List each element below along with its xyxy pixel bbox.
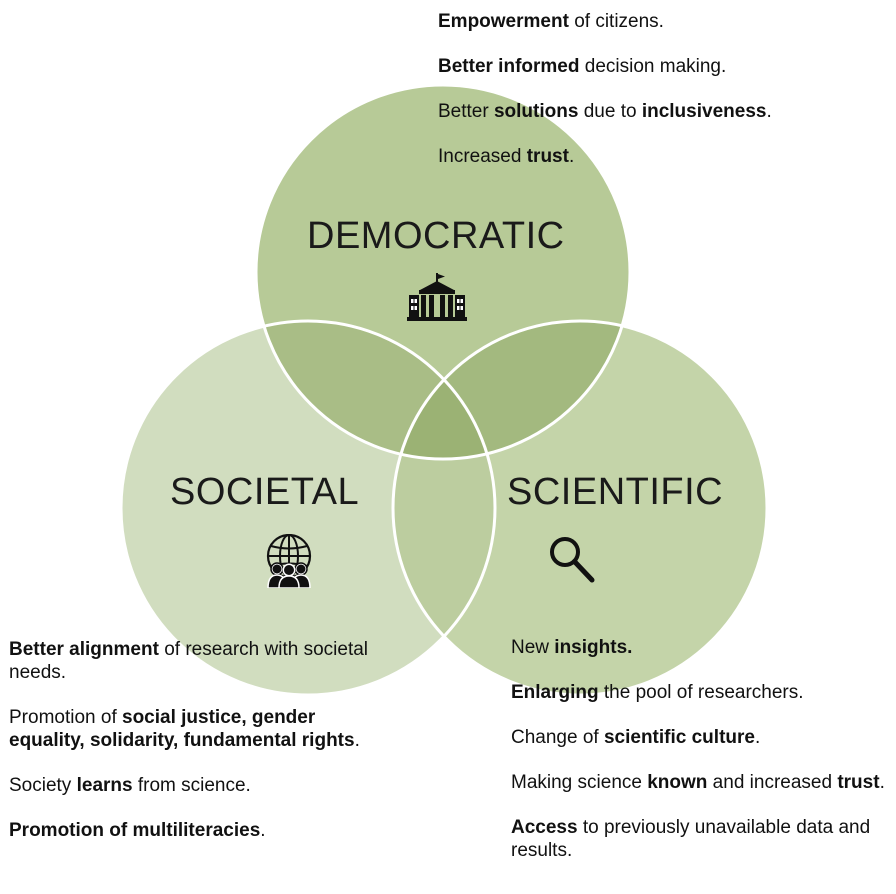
point-text: scientific culture: [603, 727, 755, 748]
point-text: solutions: [493, 101, 579, 122]
democratic-points: Empowerment of citizens. Better informed …: [438, 10, 888, 190]
point-text: and increased: [707, 772, 838, 793]
point-text: trust: [837, 772, 880, 793]
point-item: Making science known and increased trust…: [511, 771, 893, 794]
point-item: Better alignment of research with societ…: [9, 638, 389, 684]
point-text: of research with societal needs.: [9, 639, 369, 683]
democratic-label: DEMOCRATIC: [307, 215, 565, 257]
overlap-democratic-scientific: [393, 321, 630, 459]
globe-people-icon: [266, 534, 312, 588]
point-text: trust: [526, 146, 569, 167]
point-text: learns: [76, 775, 133, 796]
point-text: decision making.: [579, 56, 727, 77]
point-text: social justice, gender equality, solidar…: [9, 707, 355, 751]
point-text: .: [354, 730, 360, 751]
point-text: Society: [9, 775, 77, 796]
point-text: Change of: [511, 727, 604, 748]
societal-label: SOCIETAL: [170, 471, 360, 513]
point-text: Better: [438, 101, 494, 122]
point-item: Change of scientific culture.: [511, 726, 893, 749]
point-text: known: [647, 772, 708, 793]
point-item: Better informed decision making.: [438, 55, 888, 78]
point-item: Enlarging the pool of researchers.: [511, 681, 893, 704]
point-text: .: [754, 727, 761, 748]
democratic-circle-outline: [254, 83, 632, 461]
point-text: Promotion of multiliteracies: [9, 820, 261, 841]
point-text: to previously unavailable data and resul…: [511, 817, 871, 861]
scientific-label: SCIENTIFIC: [507, 471, 724, 513]
societal-circle-outline: [119, 319, 497, 697]
point-text: from science.: [132, 775, 251, 796]
point-text: Empowerment: [438, 11, 569, 32]
point-text: inclusiveness: [641, 101, 767, 122]
point-text: Enlarging: [511, 682, 599, 703]
point-text: the pool of researchers.: [598, 682, 804, 703]
magnifying-glass-icon: [550, 537, 595, 583]
point-item: Promotion of social justice, gender equa…: [9, 706, 389, 752]
point-text: .: [879, 772, 885, 793]
scientific-points: New insights. Enlarging the pool of resea…: [511, 636, 893, 884]
point-text: due to: [578, 101, 642, 122]
point-item: Empowerment of citizens.: [438, 10, 888, 33]
point-item: Society learns from science.: [9, 774, 389, 797]
point-item: Increased trust.: [438, 145, 888, 168]
point-text: New: [511, 637, 555, 658]
point-text: Promotion of: [9, 707, 122, 728]
point-text: .: [260, 820, 266, 841]
point-text: Better alignment: [9, 639, 159, 660]
point-item: New insights.: [511, 636, 893, 659]
societal-points: Better alignment of research with societ…: [9, 638, 389, 864]
point-text: Better informed: [438, 56, 580, 77]
point-text: .: [766, 101, 772, 122]
point-text: Increased: [438, 146, 527, 167]
scientific-circle-outline: [391, 319, 769, 697]
government-building-icon: [407, 273, 467, 321]
overlap-democratic-societal: [256, 321, 495, 459]
point-text: Access: [511, 817, 578, 838]
point-text: Making science: [511, 772, 648, 793]
point-item: Access to previously unavailable data an…: [511, 816, 893, 862]
point-text: .: [568, 146, 575, 167]
point-text: of citizens.: [568, 11, 664, 32]
point-item: Promotion of multiliteracies.: [9, 819, 389, 842]
point-text: insights.: [554, 637, 633, 658]
point-item: Better solutions due to inclusiveness.: [438, 100, 888, 123]
